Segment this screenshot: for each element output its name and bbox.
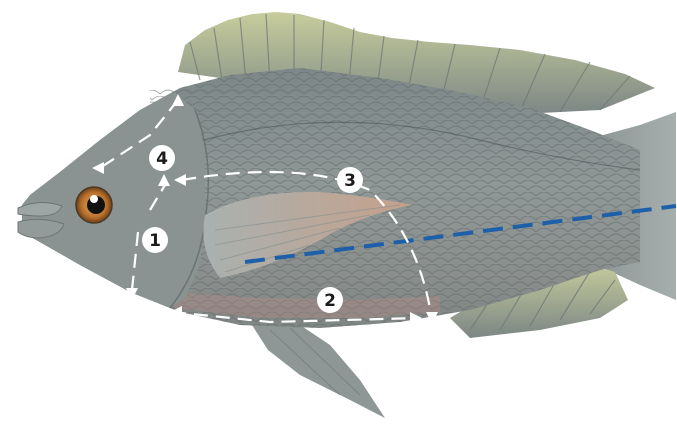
svg-text:3: 3 (344, 171, 356, 191)
svg-text:2: 2 (324, 291, 336, 311)
step-marker-1: 1 (142, 227, 168, 253)
arrowhead-3-down (426, 312, 438, 324)
svg-text:4: 4 (156, 149, 168, 169)
step-marker-2: 2 (317, 287, 343, 313)
fish-head (22, 92, 205, 308)
svg-text:1: 1 (149, 231, 161, 251)
step-marker-3: 3 (337, 167, 363, 193)
pelvic-fin (250, 322, 385, 418)
step-marker-4: 4 (149, 145, 175, 171)
eye (76, 187, 112, 223)
